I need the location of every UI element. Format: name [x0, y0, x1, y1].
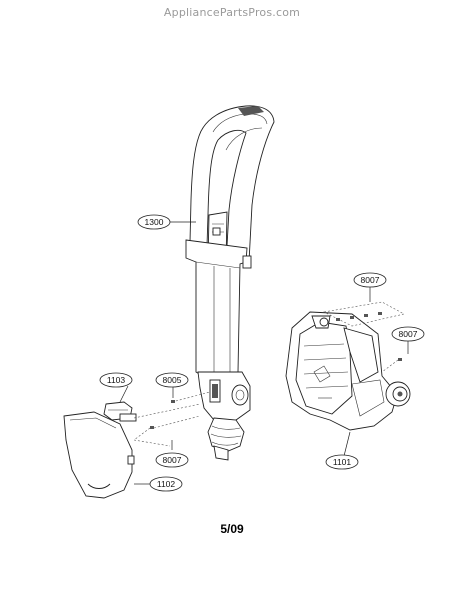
callout-1300: 1300 [137, 214, 171, 230]
svg-text:1102: 1102 [157, 479, 176, 489]
motor-housing-assembly [285, 311, 411, 431]
callout-1101: 1101 [325, 454, 359, 470]
svg-text:8005: 8005 [163, 375, 182, 385]
cover-part [63, 411, 135, 499]
callout-1102: 1102 [149, 476, 183, 492]
svg-text:1103: 1103 [107, 375, 126, 385]
svg-text:8007: 8007 [399, 329, 418, 339]
svg-text:8007: 8007 [361, 275, 380, 285]
watermark: AppliancePartsPros.com [163, 6, 301, 19]
callout-8007-top-right: 8007 [353, 272, 387, 288]
bracket-part [103, 401, 137, 422]
svg-text:8007: 8007 [163, 455, 182, 465]
svg-text:1300: 1300 [145, 217, 164, 227]
handle-assembly [185, 105, 275, 461]
callout-8007-right: 8007 [391, 326, 425, 342]
callout-8005: 8005 [155, 372, 189, 388]
svg-text:1101: 1101 [333, 457, 352, 467]
page-number: 5/09 [220, 522, 244, 536]
callout-8007-bottom: 8007 [155, 452, 189, 468]
leader-lines [119, 221, 409, 485]
callout-1103: 1103 [99, 372, 133, 388]
